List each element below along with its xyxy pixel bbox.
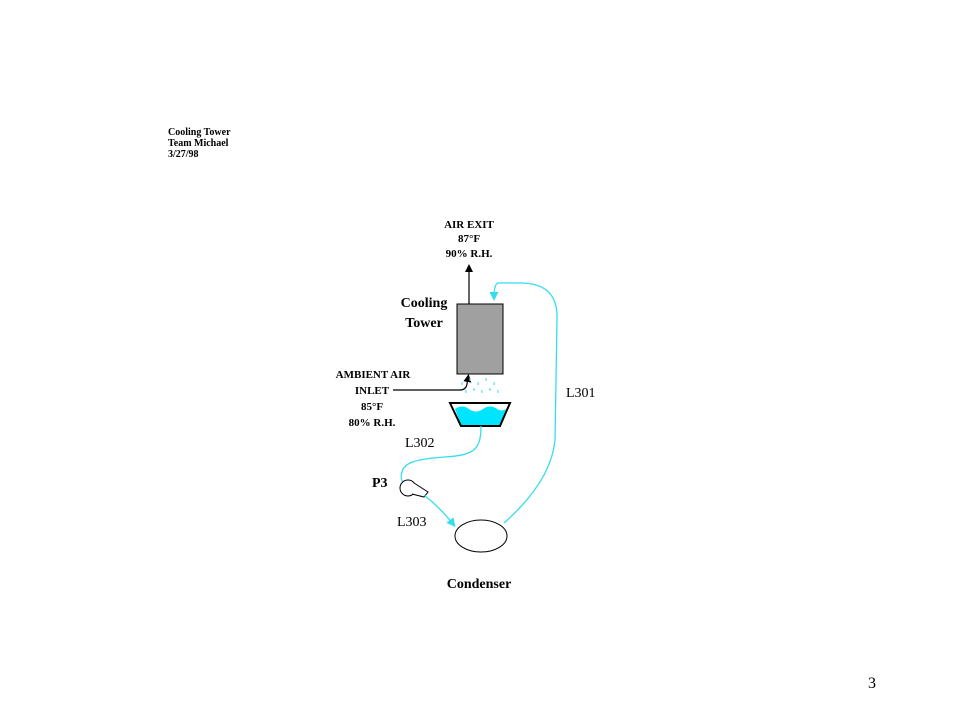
l302-label: L302 — [405, 436, 435, 451]
title-line: Cooling Tower — [168, 127, 231, 138]
date-line: 3/27/98 — [168, 149, 199, 160]
tower-label-2: Tower — [405, 316, 443, 331]
page-number: 3 — [868, 675, 876, 692]
ambient-air-temp: 85°F — [361, 401, 383, 413]
air-exit-rh: 90% R.H. — [446, 248, 493, 260]
line-l303 — [423, 494, 456, 528]
pump-label: P3 — [372, 476, 388, 491]
ambient-air-inlet: INLET — [355, 385, 390, 397]
line-l301 — [489, 282, 558, 524]
line-l302 — [400, 425, 482, 485]
ambient-air-title: AMBIENT AIR — [336, 369, 412, 381]
l301-label: L301 — [566, 386, 596, 401]
condenser — [454, 519, 508, 553]
ambient-air-rh: 80% R.H. — [349, 417, 396, 429]
water-droplets — [461, 378, 499, 393]
cooling-tower — [456, 303, 504, 375]
air-exit-title: AIR EXIT — [444, 219, 494, 231]
pump-p3 — [399, 479, 429, 498]
condenser-label: Condenser — [447, 577, 512, 592]
ambient-air-arrow — [393, 374, 472, 391]
water-basin — [448, 402, 512, 427]
tower-label-1: Cooling — [401, 296, 448, 311]
air-exit-temp: 87°F — [458, 233, 480, 245]
title-block: Cooling Tower Team Michael 3/27/98 — [168, 127, 231, 160]
l303-label: L303 — [397, 515, 427, 530]
team-line: Team Michael — [168, 138, 229, 149]
